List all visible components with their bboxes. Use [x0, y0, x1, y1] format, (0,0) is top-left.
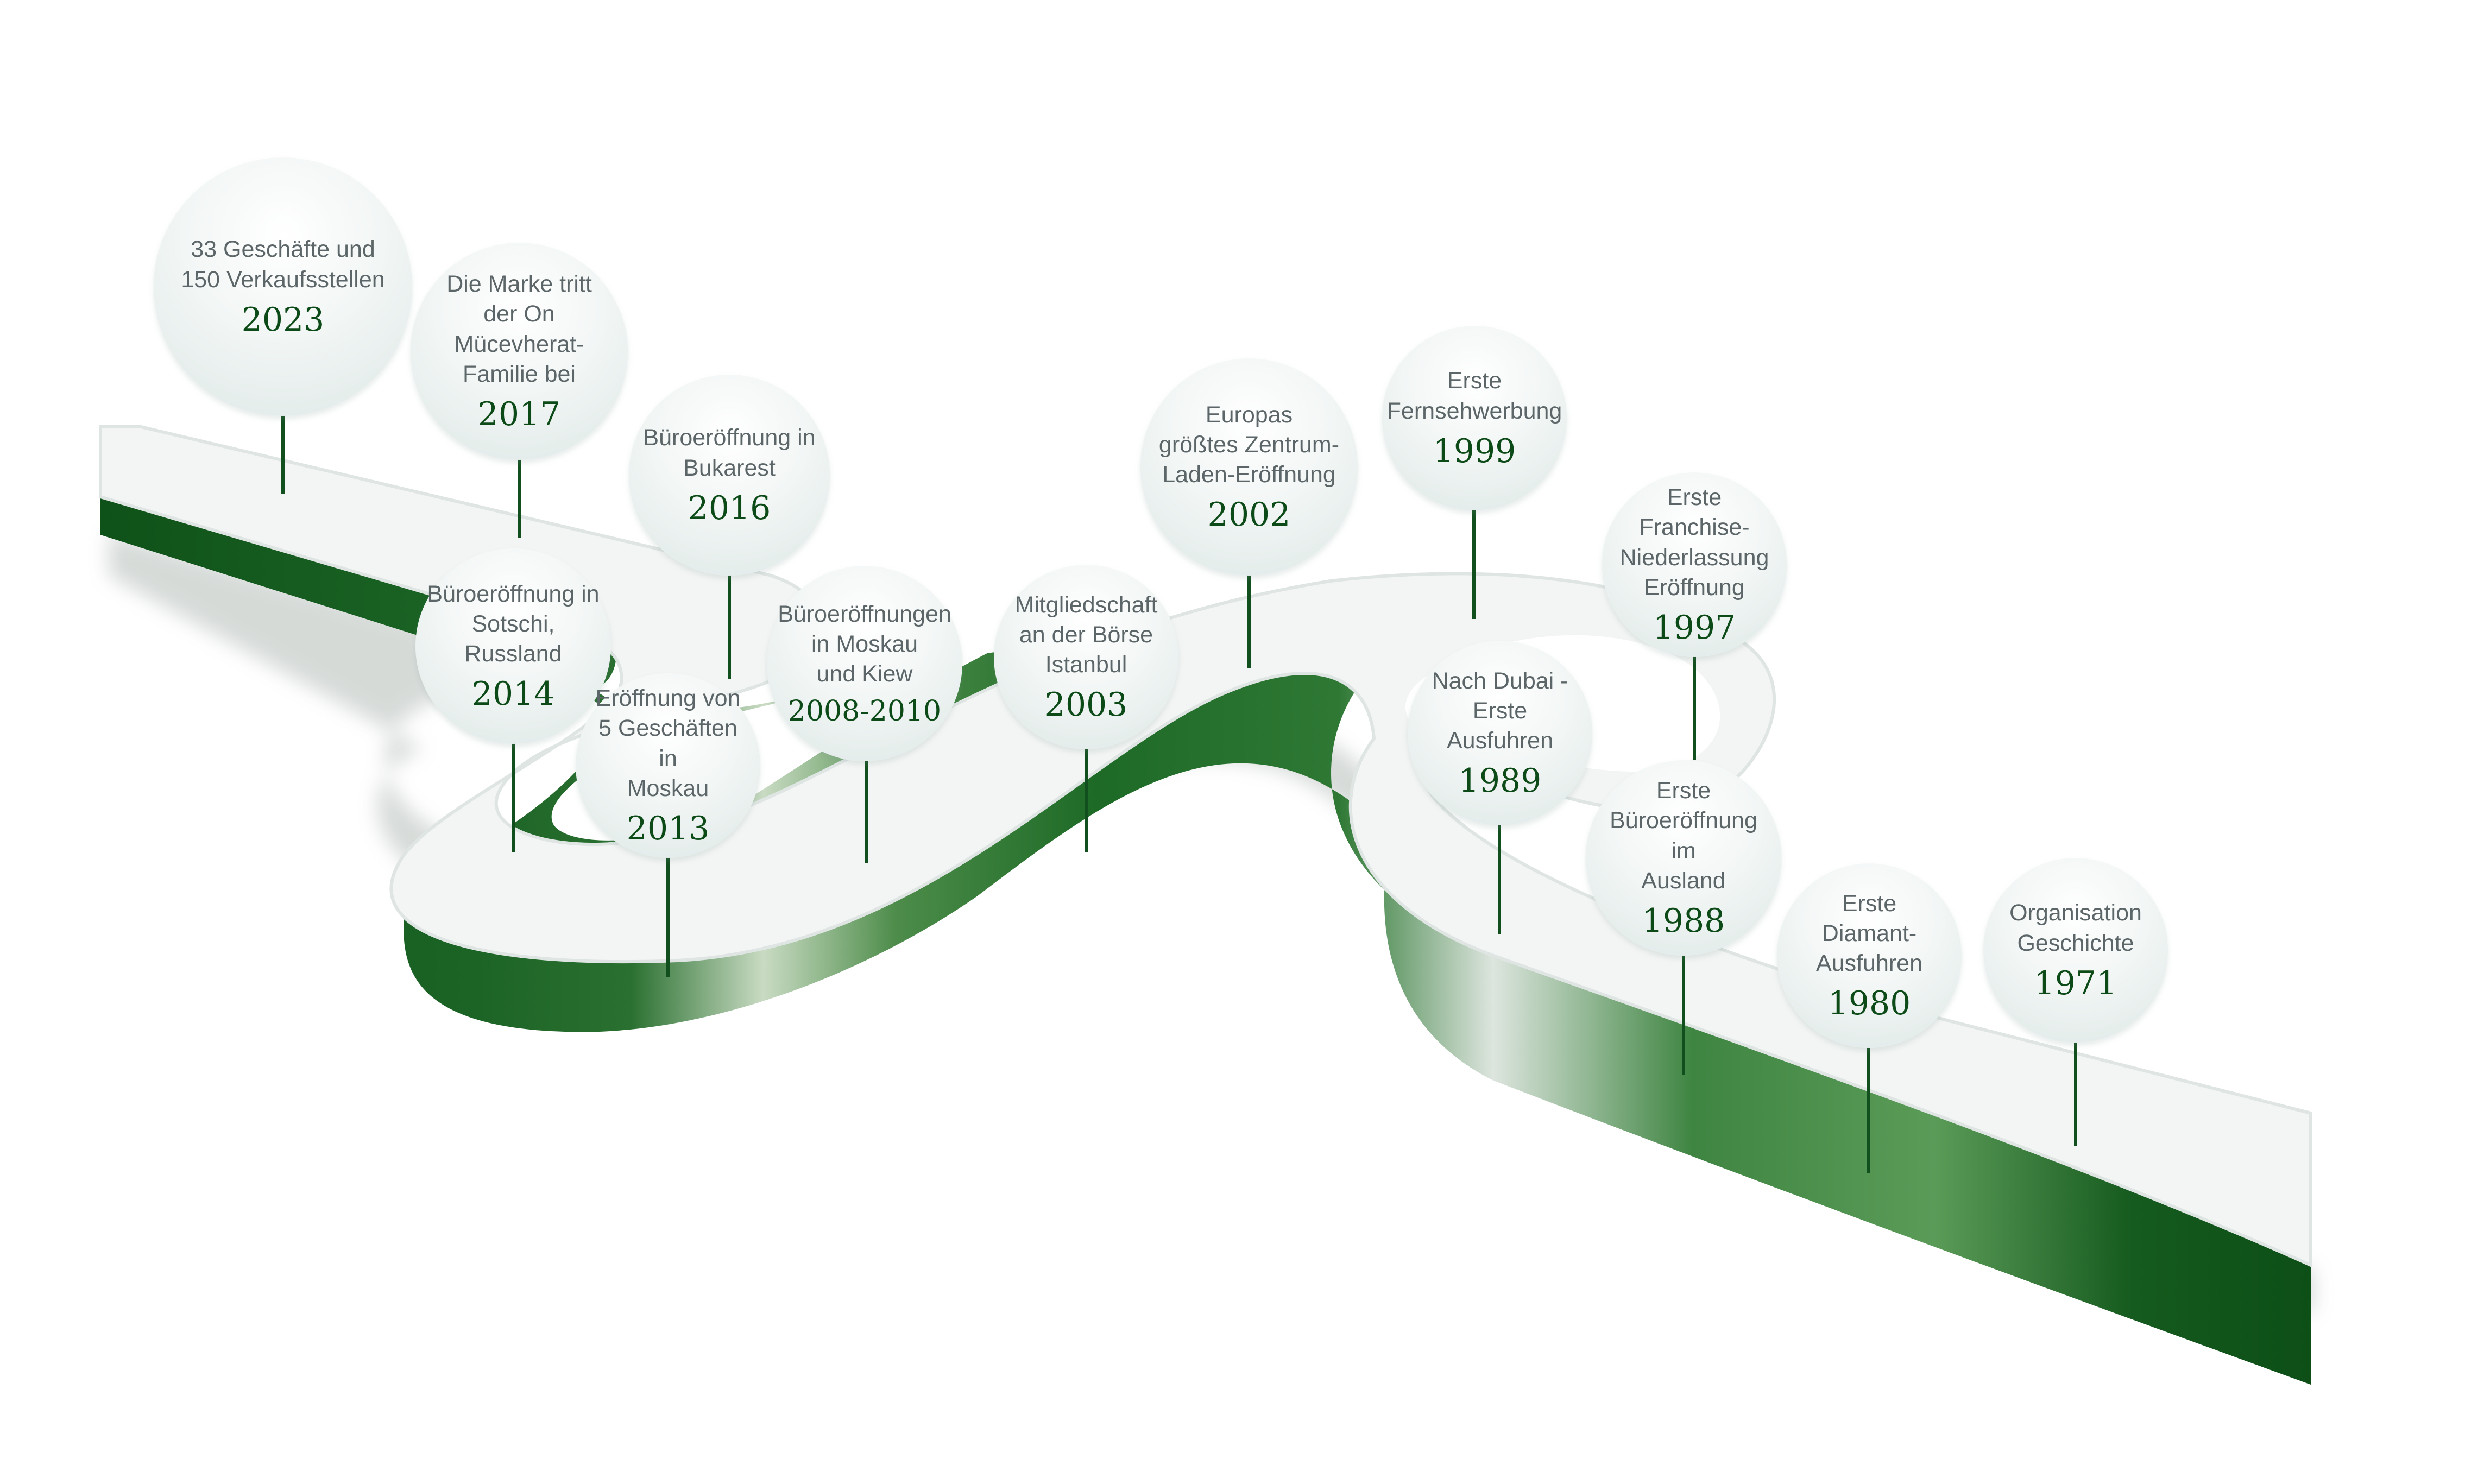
- milestone-year: 1999: [1433, 432, 1516, 470]
- milestone-label: Eröffnung von 5 Geschäften in Moskau: [595, 685, 741, 801]
- milestone-1989: Nach Dubai - Erste Ausfuhren 1989: [1408, 641, 1592, 825]
- pin-2017: [518, 434, 521, 538]
- milestone-year: 2013: [626, 809, 710, 848]
- milestone-2003: Mitgliedschaft an der Börse Istanbul 200…: [994, 565, 1178, 749]
- pin-1999: [1472, 489, 1476, 619]
- milestone-year: 1997: [1653, 608, 1736, 647]
- milestone-2017: Die Marke tritt der On Mücevherat- Famil…: [411, 243, 628, 460]
- milestone-2023: 33 Geschäfte und 150 Verkaufsstellen 202…: [154, 157, 412, 416]
- milestone-year: 2002: [1207, 496, 1291, 534]
- milestone-2008-2010: Büroeröffnungen in Moskau und Kiew 2008-…: [767, 566, 962, 761]
- pin-2003: [1085, 728, 1088, 852]
- milestone-label: Nach Dubai - Erste Ausfuhren: [1432, 667, 1568, 754]
- pin-2013: [666, 836, 670, 977]
- milestone-label: Erste Diamant- Ausfuhren: [1815, 890, 1923, 977]
- milestone-year: 1980: [1827, 984, 1911, 1023]
- pin-2014: [512, 711, 515, 852]
- pin-2016: [728, 548, 731, 679]
- milestone-year: 2016: [688, 489, 771, 527]
- pin-2023: [281, 396, 285, 494]
- milestone-year: 2003: [1044, 686, 1128, 724]
- milestone-2014: Büroeröffnung in Sotschi, Russland 2014: [415, 548, 611, 744]
- pin-1971: [2074, 1005, 2077, 1146]
- milestone-year: 1971: [2034, 964, 2117, 1002]
- milestone-year: 1989: [1458, 762, 1542, 800]
- milestone-1999: Erste Fernsehwerbung 1999: [1382, 326, 1567, 510]
- milestone-label: Organisation Geschichte: [2009, 900, 2142, 956]
- pin-2008: [865, 738, 868, 863]
- pin-2002: [1247, 559, 1251, 668]
- milestone-year: 2008-2010: [787, 694, 942, 728]
- pin-1988: [1682, 939, 1685, 1075]
- milestone-2013: Eröffnung von 5 Geschäften in Moskau 201…: [576, 673, 760, 858]
- milestone-label: Erste Büroeröffnung im Ausland: [1610, 778, 1757, 894]
- milestone-label: Büroeröffnungen in Moskau und Kiew: [778, 601, 951, 687]
- milestone-label: Die Marke tritt der On Mücevherat- Famil…: [446, 271, 592, 387]
- milestone-label: Erste Franchise- Niederlassung Eröffnung: [1619, 484, 1769, 601]
- milestone-year: 2017: [477, 395, 561, 433]
- pin-1997: [1693, 641, 1696, 760]
- pin-1980: [1867, 1032, 1870, 1173]
- milestone-label: Büroeröffnung in Bukarest: [643, 425, 816, 481]
- milestone-label: Europas größtes Zentrum- Laden-Eröffnung: [1158, 401, 1340, 488]
- milestone-label: 33 Geschäfte und 150 Verkaufsstellen: [181, 236, 385, 293]
- road-shadow: [109, 532, 2313, 1314]
- milestone-year: 2023: [241, 300, 325, 339]
- milestone-2002: Europas größtes Zentrum- Laden-Eröffnung…: [1140, 358, 1358, 576]
- milestone-1980: Erste Diamant- Ausfuhren 1980: [1777, 863, 1962, 1048]
- milestone-1997: Erste Franchise- Niederlassung Eröffnung…: [1602, 472, 1787, 657]
- milestone-1988: Erste Büroeröffnung im Ausland 1988: [1586, 760, 1781, 956]
- milestone-year: 2014: [471, 675, 555, 713]
- milestone-label: Erste Fernsehwerbung: [1386, 368, 1562, 424]
- milestone-1971: Organisation Geschichte 1971: [1983, 858, 2168, 1043]
- milestone-label: Büroeröffnung in Sotschi, Russland: [427, 580, 600, 667]
- milestone-year: 1988: [1642, 901, 1725, 940]
- pin-1989: [1498, 798, 1501, 934]
- milestone-label: Mitgliedschaft an der Börse Istanbul: [1014, 591, 1158, 678]
- milestone-2016: Büroeröffnung in Bukarest 2016: [629, 375, 830, 576]
